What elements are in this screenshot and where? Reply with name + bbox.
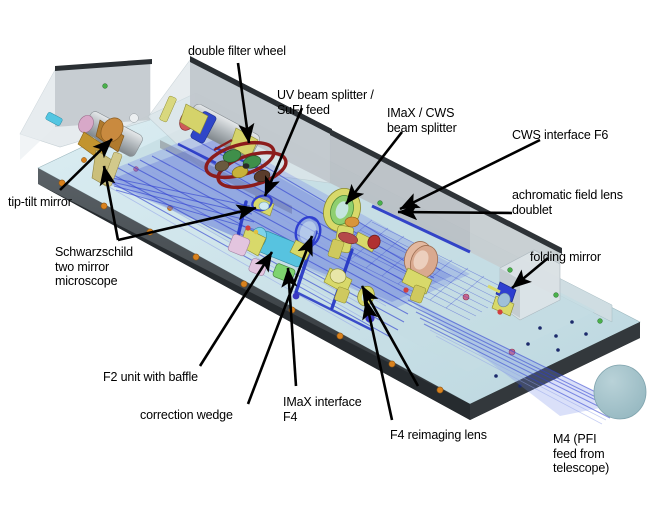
label-imax-cws-line1: IMaX / CWS [387, 106, 455, 120]
leader-f4-mount-extra [360, 285, 420, 387]
bench-surface-markers [494, 320, 588, 388]
label-achromatic-line2: doublet [512, 202, 552, 217]
tip-tilt-mirror-assembly [45, 111, 143, 187]
achromatic-field-lens-doublet [401, 241, 439, 304]
label-achromatic-field-lens-doublet: achromatic field lens doublet [512, 188, 623, 217]
label-m4-pfi-feed: M4 (PFI feed from telescope) [553, 432, 609, 476]
label-imax-f4-line1: IMaX interface [283, 395, 362, 409]
m4-mirror [593, 364, 647, 420]
bench-right-edge [470, 322, 640, 420]
uv-beam-splitter [251, 194, 275, 217]
label-imax-cws-beam-splitter: IMaX / CWS beam splitter [387, 106, 457, 135]
leader-achromatic-doublet [397, 204, 513, 221]
leader-schwarzschild-a [117, 204, 257, 242]
double-filter-wheel [204, 138, 288, 190]
label-m4-line2: feed from [553, 446, 605, 461]
label-m4-line1: M4 (PFI [553, 432, 597, 446]
label-correction-wedge: correction wedge [140, 408, 233, 422]
leader-lines [59, 62, 549, 421]
label-schwarzschild-line1: Schwarzschild [55, 245, 133, 259]
leader-tip-tilt-mirror [59, 138, 113, 191]
label-cws-interface-f6: CWS interface F6 [512, 128, 609, 142]
label-uv-beam-splitter: UV beam splitter / SuFI feed [277, 88, 374, 117]
leader-cws-interface-f6 [399, 138, 541, 211]
label-uv-beam-splitter-line2: SuFI feed [277, 102, 330, 117]
label-imax-cws-line2: beam splitter [387, 120, 457, 135]
label-f2-unit-with-baffle: F2 unit with baffle [103, 370, 198, 384]
label-double-filter-wheel: double filter wheel [188, 44, 286, 58]
leader-imax-cws-beam-splitter [344, 131, 404, 205]
label-tip-tilt-mirror: tip-tilt mirror [8, 195, 72, 209]
label-achromatic-line1: achromatic field lens [512, 188, 623, 202]
label-f4-reimaging-lens: F4 reimaging lens [390, 428, 487, 442]
leader-f2-unit [198, 251, 274, 367]
label-folding-mirror: folding mirror [530, 250, 601, 264]
imax-interface-f4 [323, 267, 353, 304]
label-schwarzschild-microscope: Schwarzschild two mirror microscope [55, 245, 133, 289]
leader-double-filter-wheel [236, 62, 255, 144]
label-schwarzschild-line3: microscope [55, 274, 118, 288]
label-schwarzschild-line2: two mirror [55, 259, 110, 274]
leader-f4-reimaging-lens [362, 299, 394, 421]
leader-imax-interface-f4 [281, 267, 298, 387]
folding-mirror [487, 281, 517, 317]
leader-correction-wedge [246, 235, 314, 405]
label-m4-line3: telescope) [553, 461, 610, 475]
leader-folding-mirror [511, 257, 549, 289]
leader-uv-beam-splitter [263, 107, 304, 197]
label-imax-interface-f4: IMaX interface F4 [283, 395, 362, 424]
label-imax-f4-line2: F4 [283, 409, 298, 424]
leader-schwarzschild-b [99, 165, 120, 241]
label-uv-beam-splitter-line1: UV beam splitter / [277, 88, 374, 102]
